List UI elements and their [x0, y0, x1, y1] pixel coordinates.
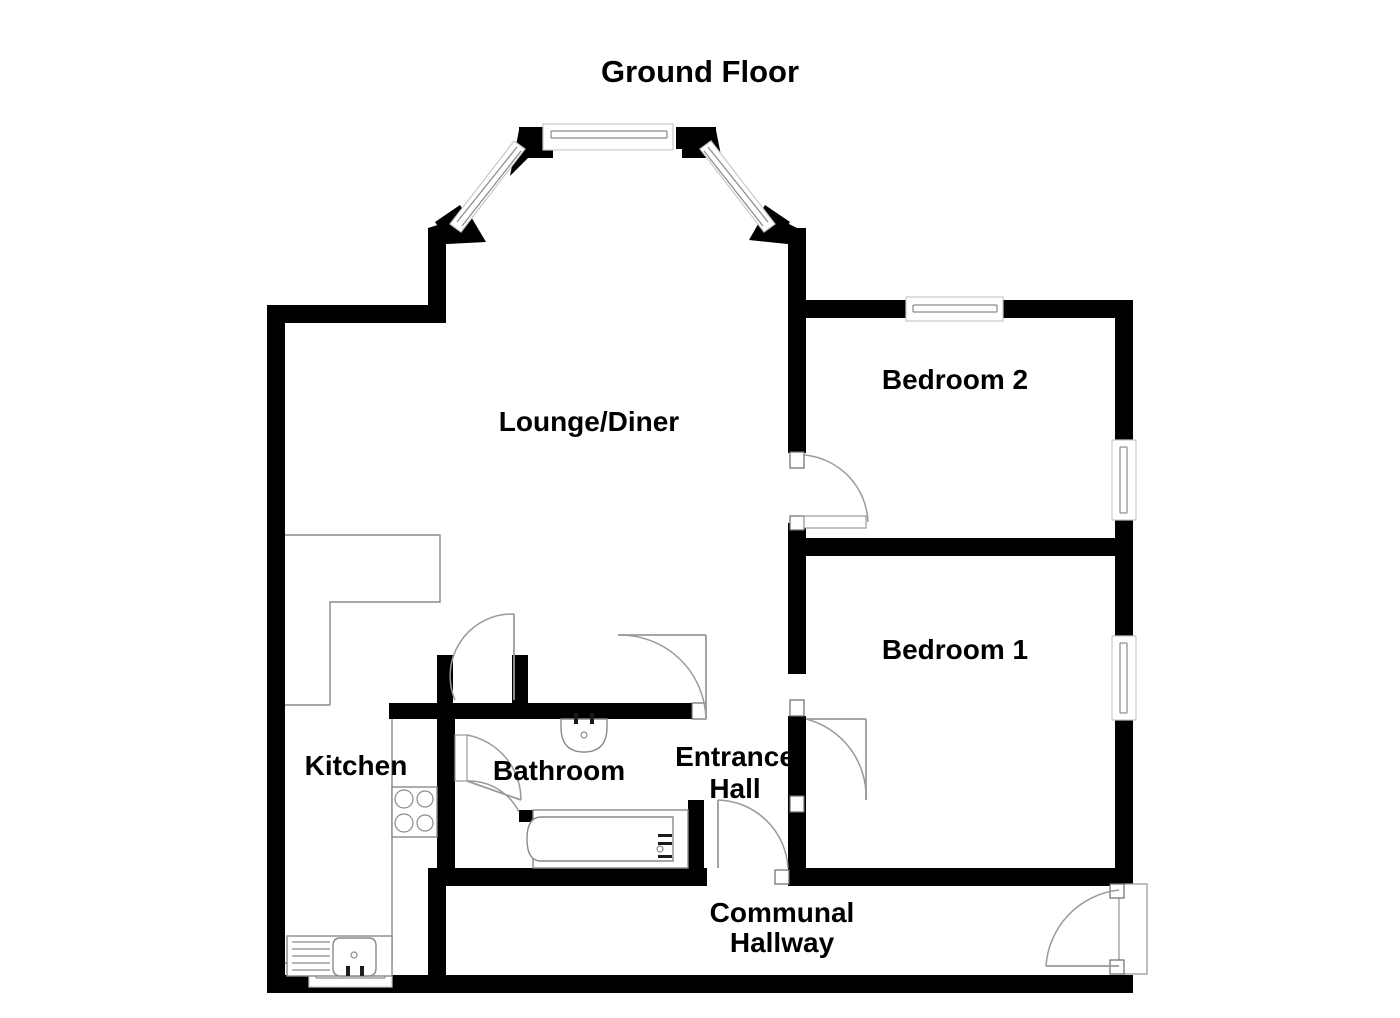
door-door-entrance-hall-to-lounge — [617, 634, 707, 720]
page-title: Ground Floor — [601, 54, 799, 89]
fixture-kitchen-hob — [391, 786, 438, 838]
room-label-entrance-hall-line-1: Entrance — [675, 741, 795, 772]
room-label-kitchen: Kitchen — [305, 750, 408, 781]
wall-bedroom1-south — [788, 868, 1133, 886]
wall-kitchen-door-jamb-right — [512, 655, 528, 705]
wall-bath-stub — [519, 810, 533, 822]
fixture-group — [285, 534, 689, 977]
room-label-bathroom: Bathroom — [493, 755, 625, 786]
wall-bedroom2-bedroom1-divider — [788, 538, 1120, 556]
wall-lounge-northwest-jog — [428, 228, 446, 323]
room-label-entrance-hall: Entrance Hall — [675, 741, 795, 804]
window-bay-window-right — [699, 140, 776, 233]
wall-north-bedroom2-left — [797, 300, 909, 318]
room-label-bedroom-1: Bedroom 1 — [882, 634, 1028, 665]
room-label-group: Lounge/Diner Bedroom 2 Bedroom 1 Kitchen… — [305, 364, 1028, 958]
wall-north-lounge-left — [267, 305, 435, 323]
window-bay-window-centre — [542, 123, 674, 151]
wall-bathroom-west — [437, 703, 455, 885]
wall-north-bedroom2-right — [1000, 300, 1133, 318]
window-bedroom-2-window-east — [1111, 439, 1137, 521]
wall-east-upper — [1115, 305, 1133, 440]
wall-group — [267, 127, 1133, 993]
room-label-communal-hallway-line-2: Hallway — [730, 927, 835, 958]
door-door-bathroom — [454, 734, 522, 813]
fixture-kitchen-counter — [285, 534, 441, 706]
room-label-communal-hallway-line-1: Communal — [710, 897, 855, 928]
fixture-kitchen-sink — [286, 935, 393, 977]
wall-entrance-hall-north — [605, 703, 705, 719]
wall-bathroom-east-lower — [688, 800, 704, 886]
door-door-lounge-to-bedroom-2 — [789, 451, 869, 531]
wall-entrance-hall-east — [788, 812, 806, 886]
window-bedroom-2-window-north — [905, 296, 1004, 322]
wall-west-outer — [267, 305, 285, 993]
wall-bedroom1-west-lower — [788, 716, 806, 812]
door-group — [449, 451, 1148, 975]
room-label-communal-hallway: Communal Hallway — [710, 897, 855, 958]
door-door-entrance-hall-to-communal — [717, 799, 790, 885]
room-label-entrance-hall-line-2: Hall — [709, 773, 760, 804]
wall-bay-left-corner — [428, 215, 486, 245]
fixture-bathroom-basin — [560, 713, 608, 753]
window-bay-window-left — [449, 140, 526, 233]
wall-bedroom1-west-upper — [788, 556, 806, 674]
wall-communal-hallway-north — [437, 868, 707, 886]
window-bedroom-1-window-east — [1111, 635, 1137, 721]
door-door-communal-entrance — [1045, 883, 1148, 975]
wall-east-middle — [1115, 518, 1133, 638]
wall-east-lower — [1115, 718, 1133, 886]
fixture-bathroom-bath — [526, 809, 689, 869]
wall-kitchen-south-divider — [428, 868, 446, 993]
wall-bathroom-north — [437, 703, 607, 719]
door-door-entrance-hall-to-bedroom-1 — [789, 699, 867, 813]
wall-kitchen-door-jamb-left — [437, 655, 453, 705]
room-label-lounge-diner: Lounge/Diner — [499, 406, 680, 437]
wall-lounge-bedroom2-upper — [788, 228, 806, 453]
door-door-lounge-to-kitchen — [449, 613, 515, 701]
room-label-bedroom-2: Bedroom 2 — [882, 364, 1028, 395]
wall-south-outer — [267, 975, 1133, 993]
wall-bathroom-north-west — [389, 703, 437, 719]
